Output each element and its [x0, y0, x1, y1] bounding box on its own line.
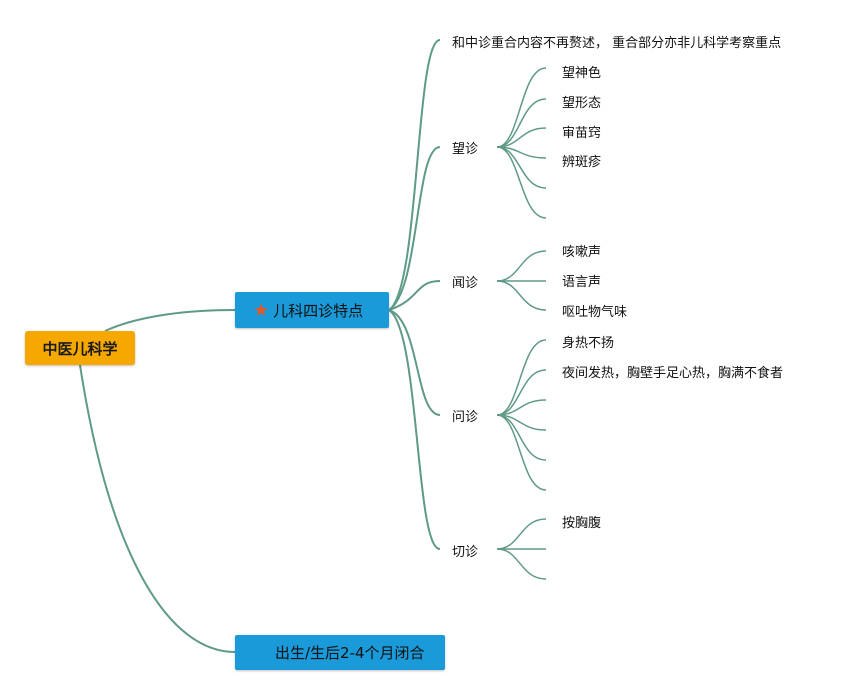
root-node[interactable]: 中医儿科学 — [25, 331, 135, 365]
leaf-wang-1[interactable]: 望神色 — [562, 66, 602, 81]
star-icon: ★ — [253, 299, 270, 321]
branch-label: 儿科四诊特点 — [273, 301, 364, 320]
branch-node-pediatric-four-diagnostics[interactable]: ★ 儿科四诊特点 — [235, 292, 389, 328]
leaf-wang-3[interactable]: 审苗窍 — [562, 126, 602, 141]
leaf-wang-2[interactable]: 望形态 — [562, 96, 602, 111]
leaf-wen-listen-2[interactable]: 语言声 — [562, 275, 602, 290]
leaf-qie-1[interactable]: 按胸腹 — [562, 516, 602, 531]
node-wen-listen[interactable]: 闻诊 — [452, 276, 479, 291]
leaf-wen-listen-3[interactable]: 呕吐物气味 — [562, 305, 628, 320]
leaf-wen-ask-2[interactable]: 夜间发热，胸壁手足心热，胸满不食者 — [562, 366, 784, 381]
branch-label: 出生/生后2-4个月闭合 — [275, 644, 425, 662]
leaf-wang-4[interactable]: 辨斑疹 — [562, 155, 602, 170]
root-label: 中医儿科学 — [42, 339, 118, 358]
note-node[interactable]: 和中诊重合内容不再赘述， 重合部分亦非儿科学考察重点 — [452, 36, 782, 51]
leaf-wen-ask-1[interactable]: 身热不扬 — [562, 336, 615, 351]
node-wen-ask[interactable]: 问诊 — [452, 410, 479, 425]
branch-node-closure[interactable]: 出生/生后2-4个月闭合 — [235, 635, 445, 670]
leaf-wen-listen-1[interactable]: 咳嗽声 — [562, 245, 602, 260]
node-qie[interactable]: 切诊 — [452, 545, 479, 560]
node-wang[interactable]: 望诊 — [452, 142, 479, 157]
